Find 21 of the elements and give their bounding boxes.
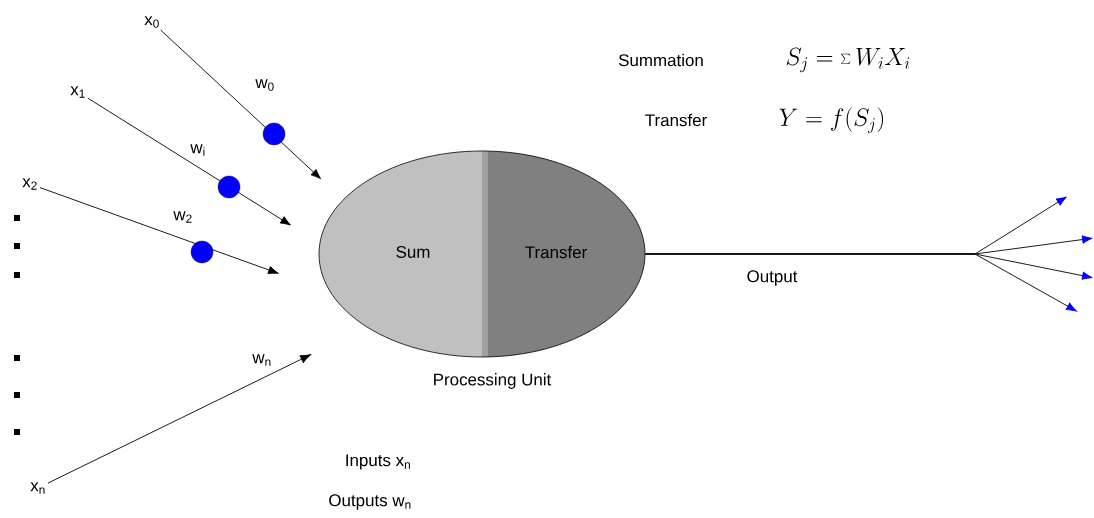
arrow (644, 253, 1077, 312)
edge-label: w$_{i}$ (189, 143, 207, 157)
formula: $Y = f(S_{j})$ (779, 107, 884, 133)
unit-caption: Processing Unit (434, 373, 552, 389)
label: Inputs x$_{n}$ (346, 454, 410, 470)
input-label: x$_{2}$ (22, 178, 37, 190)
input-label: x$_{n}$ (30, 482, 45, 494)
arrow (87, 97, 291, 226)
formula: $S_{j} = \sum W_{i}X_{i}$ (786, 47, 910, 73)
edge-label: Output (745, 269, 799, 287)
edge-label: w$_{n}$ (251, 353, 273, 367)
label: Outputs w$_{n}$ (329, 494, 411, 510)
label: Transfer (645, 113, 707, 127)
edge-label: w$_{2}$ (172, 210, 194, 224)
arrow (47, 354, 311, 484)
input-label: x$_{0}$ (144, 16, 159, 28)
arrow (160, 29, 322, 180)
arrow (39, 187, 279, 275)
input-label: x$_{1}$ (70, 86, 85, 98)
edge-label: w$_{0}$ (254, 78, 276, 92)
label: Summation (618, 53, 703, 67)
